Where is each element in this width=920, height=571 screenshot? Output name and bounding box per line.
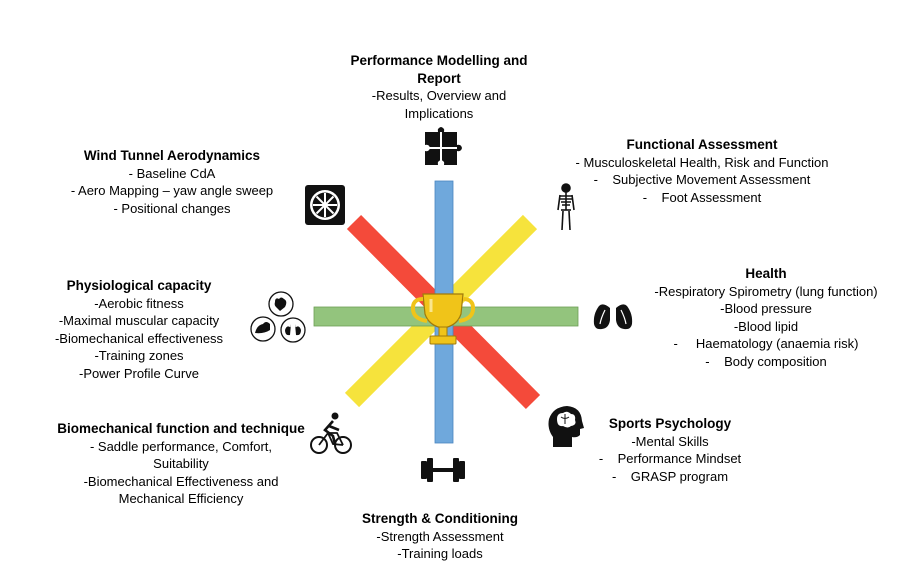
section-strength: Strength & Conditioning -Strength Assess…	[340, 510, 540, 563]
section-line: -Strength Assessment	[376, 528, 504, 544]
section-line: - Haematology (anaemia risk)	[673, 336, 859, 351]
section-line: - Aero Mapping – yaw angle sweep	[70, 183, 274, 198]
section-line: Mechanical Efficiency	[118, 491, 244, 506]
section-wind: Wind Tunnel Aerodynamics - Baseline CdA …	[52, 147, 292, 217]
section-line: - GRASP program	[611, 468, 729, 484]
heart-muscle-lungs-icon	[250, 291, 306, 343]
section-line: - Performance Mindset	[598, 451, 742, 466]
section-line: -Respiratory Spirometry (lung function)	[654, 283, 878, 299]
section-line: - Body composition	[705, 353, 827, 369]
section-line: - Baseline CdA	[128, 165, 216, 181]
section-line: -Aerobic fitness	[94, 295, 184, 311]
skeleton-icon	[557, 183, 575, 231]
section-line: - Positional changes	[113, 200, 231, 216]
puzzle-icon	[425, 127, 462, 165]
section-title: Biomechanical function and technique	[57, 421, 305, 436]
section-line: -Results, Overview and	[371, 88, 507, 103]
section-title: Physiological capacity	[66, 278, 212, 293]
section-performance: Performance Modelling and Report -Result…	[330, 52, 548, 122]
section-line: - Saddle performance, Comfort,	[89, 438, 273, 454]
section-line: -Blood pressure	[720, 301, 812, 316]
section-physio: Physiological capacity -Aerobic fitness …	[30, 277, 248, 382]
trophy-icon	[410, 293, 476, 345]
cyclist-icon	[310, 412, 352, 454]
head-brain-icon	[548, 406, 584, 447]
section-line: -Maximal muscular capacity	[58, 313, 220, 328]
section-line: -Training zones	[94, 348, 184, 363]
section-psychology: Sports Psychology -Mental Skills - Perfo…	[586, 415, 754, 485]
section-line: -Power Profile Curve	[79, 365, 199, 381]
dumbbell-icon	[421, 458, 465, 482]
section-line: Suitability	[153, 456, 209, 471]
section-title: Sports Psychology	[608, 416, 732, 431]
section-functional: Functional Assessment - Musculoskeletal …	[560, 136, 844, 206]
section-line: -Biomechanical Effectiveness and	[83, 473, 279, 489]
section-line: -Biomechanical effectiveness	[54, 330, 224, 346]
section-title: Health	[745, 266, 787, 281]
section-title: Strength & Conditioning	[362, 511, 518, 526]
section-line: -Training loads	[397, 546, 483, 561]
section-health: Health -Respiratory Spirometry (lung fun…	[640, 265, 892, 370]
section-title: Wind Tunnel Aerodynamics	[83, 148, 261, 163]
section-title: Performance Modelling and	[350, 53, 528, 68]
lungs-icon	[593, 294, 633, 330]
section-line: - Subjective Movement Assessment	[593, 172, 811, 187]
section-line: -Blood lipid	[733, 318, 799, 334]
section-line: - Musculoskeletal Health, Risk and Funct…	[575, 154, 829, 170]
section-line: - Foot Assessment	[642, 189, 762, 205]
section-line: -Mental Skills	[631, 433, 709, 449]
section-title: Functional Assessment	[626, 137, 778, 152]
fan-icon	[305, 185, 345, 225]
section-title: Report	[417, 70, 461, 86]
section-biomech: Biomechanical function and technique - S…	[50, 420, 312, 508]
section-line: Implications	[404, 105, 474, 121]
